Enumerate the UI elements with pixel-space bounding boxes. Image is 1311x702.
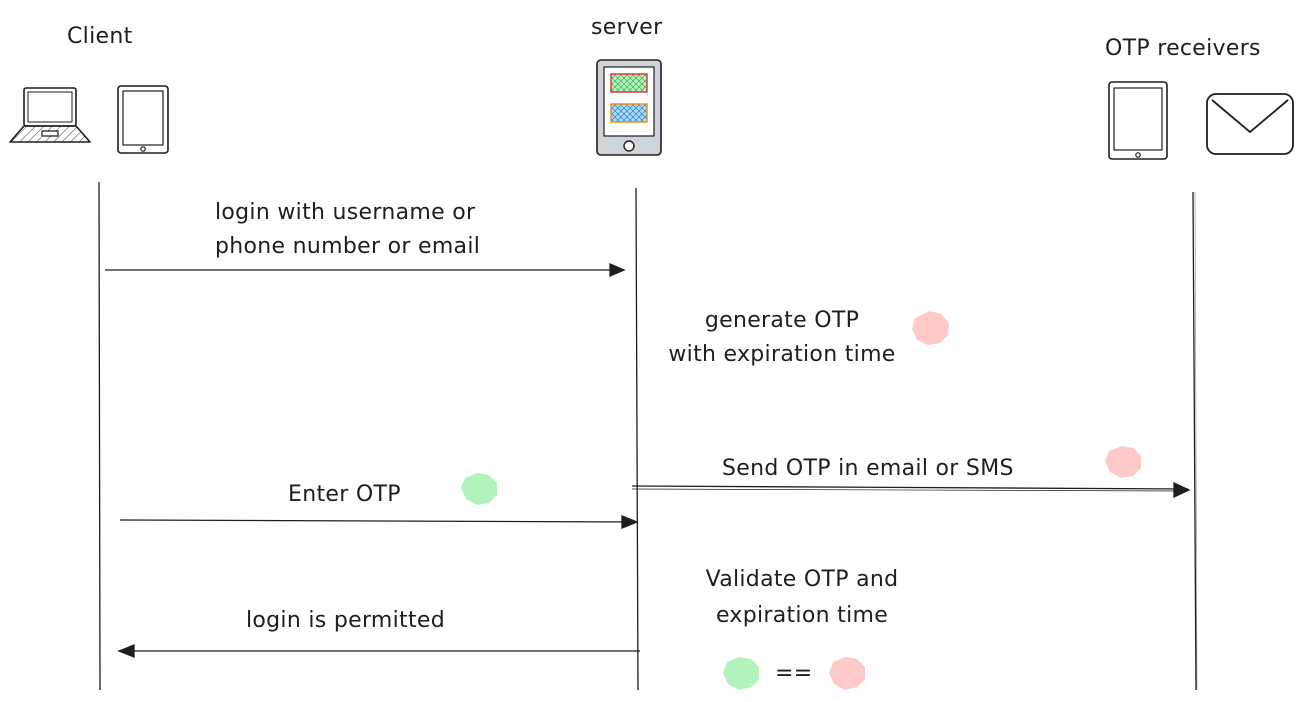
entered-otp-blob-2 (723, 657, 759, 690)
laptop-icon (9, 87, 91, 143)
client-lifeline (98, 181, 101, 691)
envelope-icon (1206, 93, 1294, 155)
tablet-icon (117, 85, 169, 154)
validate-otp-line1: Validate OTP and (705, 567, 899, 592)
login-permitted-message: login is permitted (246, 608, 446, 633)
generate-otp-line2: with expiration time (668, 342, 896, 367)
login-message-line1: login with username or (215, 200, 476, 225)
send-otp-arrow (631, 481, 1191, 499)
enter-otp-arrow (119, 515, 639, 529)
login-permitted-arrow (117, 644, 640, 658)
generated-otp-blob-1 (912, 311, 949, 345)
send-otp-message: Send OTP in email or SMS (722, 456, 1014, 481)
server-device-icon (596, 59, 662, 156)
receiver-lifeline (1192, 191, 1197, 691)
client-actor-label: Client (67, 24, 133, 49)
login-request-arrow (105, 263, 626, 277)
server-lifeline (635, 187, 639, 691)
generate-otp-line1: generate OTP (704, 308, 860, 333)
generated-otp-blob-3 (829, 657, 865, 690)
login-message-line2: phone number or email (215, 234, 481, 259)
generated-otp-blob-2 (1105, 446, 1141, 478)
enter-otp-message: Enter OTP (288, 482, 401, 507)
receivers-actor-label: OTP receivers (1105, 36, 1261, 61)
equals-sign: == (775, 661, 813, 686)
validate-otp-line2: expiration time (715, 603, 889, 628)
server-actor-label: server (591, 15, 663, 40)
phone-icon (1108, 81, 1168, 160)
entered-otp-blob-1 (461, 473, 497, 505)
